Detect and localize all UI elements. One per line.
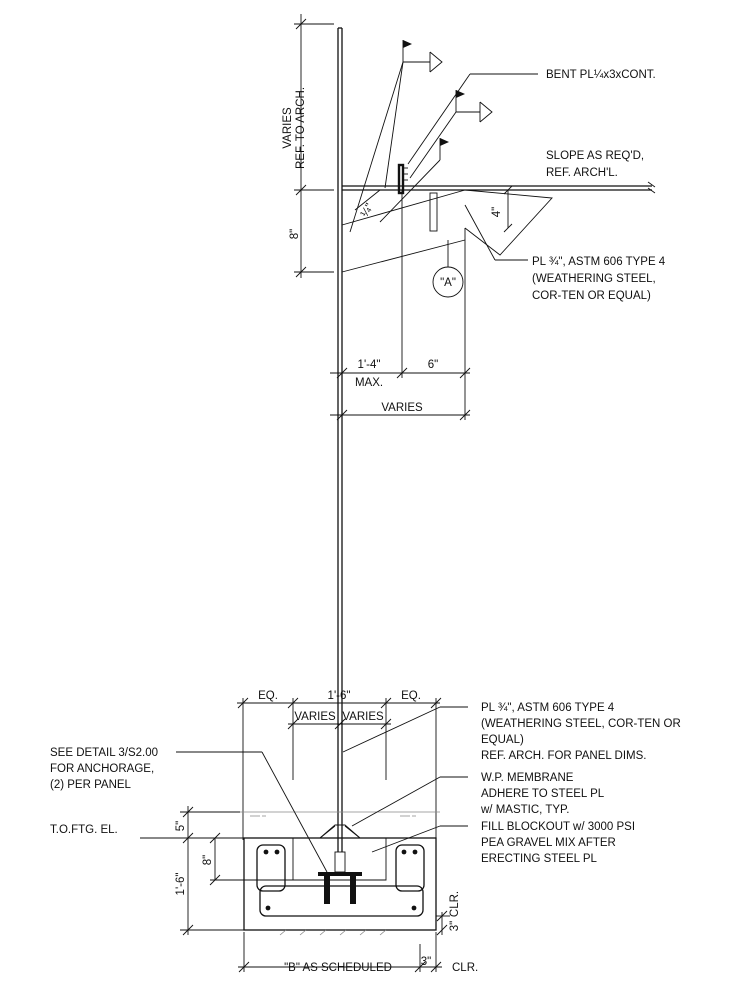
dim-8-label: 8" (289, 229, 301, 239)
detail-tag-label: "A" (440, 277, 456, 289)
bent-plate (397, 163, 405, 195)
membrane-line2: ADHERE TO STEEL PL (481, 788, 605, 800)
weathering-plate-outline (464, 189, 553, 256)
varies-left-label: VARIES (294, 711, 336, 723)
varies-right-label: VARIES (342, 711, 384, 723)
dim-varies-label: VARIES (381, 402, 423, 414)
rebar-cage-left (256, 844, 286, 892)
dim-1-6-top-label: 1'-6" (328, 690, 351, 702)
blockout-line3: ERECTING STEEL PL (481, 853, 597, 865)
dim-5-label: 5" (175, 821, 187, 831)
footing-plate-spec-line1: PL ¾", ASTM 606 TYPE 4 (481, 702, 615, 714)
dim-max-label: MAX. (355, 377, 383, 389)
ref-arch-label: REF. TO ARCH. (295, 87, 307, 169)
dim-1-6-side-label: 1'-6" (175, 873, 187, 896)
slope-label-line1: SLOPE AS REQ'D, (546, 150, 644, 162)
footing-plate-spec-line4: REF. ARCH. FOR PANEL DIMS. (481, 750, 647, 762)
footing-plate-spec-line3: EQUAL) (481, 734, 524, 746)
plate-spec-line3: COR-TEN OR EQUAL) (532, 290, 651, 302)
varies-label: VARIES (282, 107, 294, 149)
membrane-left (290, 825, 336, 839)
plate-spec-line1: PL ¾", ASTM 606 TYPE 4 (532, 256, 666, 268)
dim-quarter-label: ¼" (359, 202, 376, 220)
dim-3-side-label: 3" (449, 921, 461, 931)
membrane-right (344, 825, 388, 839)
b-scheduled-label: "B" AS SCHEDULED (284, 962, 392, 974)
membrane-line3: w/ MASTIC, TYP. (480, 804, 569, 816)
stub-plate (429, 192, 438, 232)
eq-right-label: EQ. (401, 690, 421, 702)
dim-8-footing-label: 8" (202, 855, 214, 865)
upper-detail: VARIES REF. TO ARCH. 8" 4" ¼" (282, 14, 666, 852)
rebar-cage-bottom (259, 885, 424, 917)
subgrade-hatch (279, 929, 387, 936)
see-detail-line2: FOR ANCHORAGE, (50, 763, 154, 775)
dim-3-bottom-label: 3" (421, 956, 431, 968)
blockout-line2: PEA GRAVEL MIX AFTER (481, 837, 616, 849)
see-detail-line3: (2) PER PANEL (50, 779, 132, 791)
eq-left-label: EQ. (258, 690, 278, 702)
anchor-rod-left (324, 876, 330, 904)
membrane-line1: W.P. MEMBRANE (481, 772, 574, 784)
base-plate (318, 872, 362, 876)
see-detail-line1: SEE DETAIL 3/S2.00 (50, 747, 158, 759)
slope-label-line2: REF. ARCH'L. (546, 167, 618, 179)
dim-6-label: 6" (428, 359, 438, 371)
footing-detail: EQ. 1'-6" EQ. VARIES VARIES (50, 690, 681, 974)
plate-spec-line2: (WEATHERING STEEL, (532, 273, 656, 285)
anchor-rod-right (350, 876, 356, 904)
blockout-line1: FILL BLOCKOUT w/ 3000 PSI (481, 821, 635, 833)
footing-outline (243, 837, 437, 931)
leader-flags (349, 40, 493, 233)
dim-4-label: 4" (491, 207, 503, 217)
dim-1-4-label: 1'-4" (358, 359, 381, 371)
clr-side-label: CLR. (449, 891, 461, 917)
bent-plate-label: BENT PL¼x3xCONT. (546, 69, 656, 81)
clr-bottom-label: CLR. (452, 962, 478, 974)
footing-plate-spec-line2: (WEATHERING STEEL, COR-TEN OR (481, 718, 681, 730)
tofg-label: T.O.FTG. EL. (50, 824, 118, 836)
rebar-cage-right (395, 844, 425, 892)
